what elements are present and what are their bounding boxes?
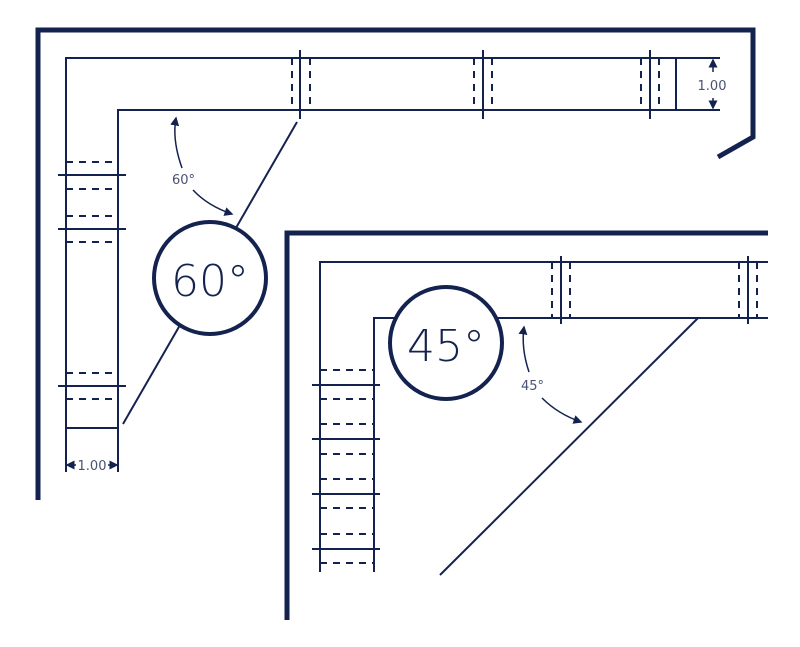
- angle-arc-60: [170, 116, 183, 169]
- elbow-60-group: 60° 60° 1.00 1.00: [35, 27, 756, 500]
- height-dimension-label: 1.00: [698, 79, 727, 94]
- width-dimension-label: 1.00: [78, 459, 107, 474]
- angle-arc-45: [518, 325, 530, 373]
- angle-arc-45-lower: [541, 397, 583, 424]
- wall-60: [35, 27, 756, 500]
- angle-arc-60-lower: [192, 189, 234, 216]
- duct-joints-45: [312, 256, 758, 564]
- elbow-45-group: 45° 45°: [284, 230, 768, 620]
- duct-joints-60: [58, 50, 660, 400]
- angle-badge-60: 60°: [171, 256, 249, 307]
- angle-badge-60-circle: [152, 220, 268, 336]
- duct-60: [65, 57, 720, 472]
- angle-badge-45-circle: [388, 285, 504, 401]
- wall-45: [284, 230, 768, 620]
- diagonal-cut-45: [439, 317, 699, 576]
- angle-annotation-45: 45°: [521, 379, 544, 394]
- angle-annotation-60: 60°: [172, 173, 195, 188]
- angle-badge-45: 45°: [407, 321, 485, 372]
- height-dimension: 1.00: [698, 58, 727, 110]
- width-dimension: 1.00: [65, 459, 119, 474]
- duct-45: [319, 261, 768, 572]
